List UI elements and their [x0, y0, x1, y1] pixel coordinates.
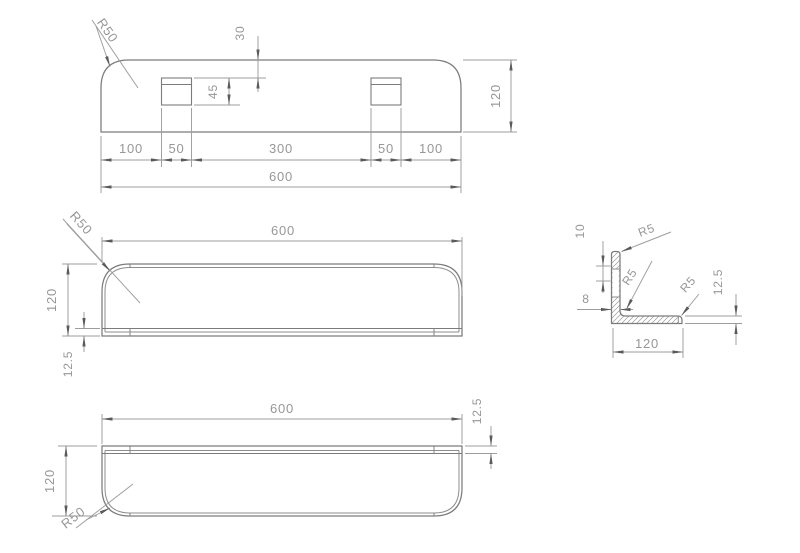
- front-elevation-geometry: [100, 59, 462, 133]
- slot-clear: [612, 268, 619, 298]
- dim-rail-thickness-bottom: 12.5: [470, 398, 484, 425]
- radius-label-top: R50: [67, 208, 96, 238]
- dim-slot-step: 10: [573, 224, 587, 239]
- shelf-outline-top: [101, 263, 463, 337]
- dim-hole-offset-top: 30: [233, 26, 247, 41]
- profile-hatch: [611, 251, 682, 324]
- dim-total-width-top: 600: [271, 223, 295, 238]
- dim-total-width-front: 600: [269, 169, 293, 184]
- end-clear: [678, 316, 682, 323]
- dim-50-left: 50: [168, 141, 184, 156]
- dim-100-left: 100: [119, 141, 143, 156]
- radius-end-label: R5: [677, 273, 699, 295]
- top-view-dimensions: [62, 218, 463, 352]
- radius-inner-label: R5: [619, 266, 640, 288]
- mounting-hole-left: [160, 77, 193, 106]
- dim-plate-thickness: 12.5: [711, 269, 725, 296]
- bottom-view-dimensions: [52, 414, 497, 529]
- top-view-geometry: [101, 263, 463, 337]
- front-elevation-labels: R50 30 45 100 50 300 50 100 600 120: [94, 15, 503, 184]
- radius-label-bottom: R50: [58, 503, 88, 531]
- dim-depth-top: 120: [44, 288, 59, 312]
- dim-50-right: 50: [378, 141, 394, 156]
- front-elevation-dimensions: [91, 19, 517, 193]
- shelf-outline-bottom: [101, 445, 463, 517]
- section-dimensions: [577, 231, 742, 358]
- dim-rail-thickness-top: 12.5: [61, 351, 75, 378]
- dim-wall-thickness: 8: [582, 292, 589, 306]
- mounting-hole-right: [370, 77, 402, 106]
- dim-total-width-bottom: 600: [270, 401, 294, 416]
- top-view-labels: 600 120 12.5 R50: [44, 208, 295, 378]
- section-geometry: [610, 250, 683, 325]
- dim-300-center: 300: [269, 141, 293, 156]
- radius-top-label: R5: [636, 221, 657, 240]
- view-front-elevation: R50 30 45 100 50 300 50 100 600 120: [91, 15, 517, 193]
- radius-label-front: R50: [94, 15, 121, 45]
- shelf-inner-line-top: [104, 267, 460, 332]
- dim-hole-height: 45: [206, 84, 220, 99]
- plate-outline: [100, 59, 462, 133]
- dim-depth-section: 120: [635, 336, 659, 351]
- profile-outline: [610, 250, 683, 325]
- view-top: 600 120 12.5 R50: [44, 208, 463, 378]
- bottom-view-labels: 600 12.5 120 R50: [42, 398, 484, 532]
- dim-100-right: 100: [419, 141, 443, 156]
- shelf-inner-line-bottom: [104, 450, 460, 514]
- dim-depth-bottom: 120: [42, 469, 57, 493]
- bottom-view-geometry: [101, 445, 463, 517]
- dim-height-front: 120: [488, 84, 503, 108]
- view-bottom: 600 12.5 120 R50: [42, 398, 497, 532]
- view-section-profile: 10 8 R5 R5 R5 12.5 120: [573, 221, 742, 358]
